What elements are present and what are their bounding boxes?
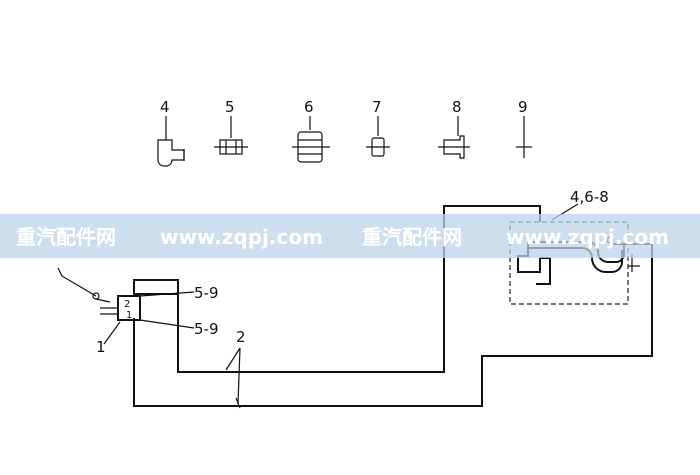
fitting-callout-lower: 5-9	[139, 319, 219, 338]
brake-valve: 2 1	[57, 267, 179, 321]
tank-callout-label: 4,6-8	[570, 188, 609, 206]
watermark-text-cn-2: 重汽配件网	[362, 225, 462, 249]
part-6-nut: 6	[292, 98, 330, 163]
part-6-label: 6	[304, 98, 314, 116]
watermark-url: www.zqpj.com	[160, 225, 323, 249]
valve-mark-top: 2	[124, 299, 130, 310]
valve-mark-bottom: 1	[126, 310, 132, 321]
part-7-sleeve: 7	[366, 98, 390, 157]
fitting-callout-lower-label: 5-9	[194, 320, 219, 338]
fitting-callout-upper: 5-9	[139, 284, 219, 302]
watermark-text-cn-1: 重汽配件网	[16, 225, 116, 249]
pipe-callout-label: 2	[236, 328, 246, 346]
valve-callout-label: 1	[96, 338, 106, 356]
part-5-label: 5	[225, 98, 235, 116]
watermark: 重汽配件网 www.zqpj.com 重汽配件网 www.zqpj.com	[0, 214, 700, 258]
fitting-callout-upper-label: 5-9	[194, 284, 219, 302]
watermark-url-2: www.zqpj.com	[506, 225, 669, 249]
part-4-label: 4	[160, 98, 170, 116]
valve-callout: 1	[96, 321, 121, 356]
part-7-label: 7	[372, 98, 382, 116]
part-8-insert: 8	[438, 98, 470, 159]
pipe-callout: 2	[225, 328, 246, 409]
pipe-line-upper	[177, 205, 541, 373]
part-8-label: 8	[452, 98, 462, 116]
part-4-elbow-fitting: 4	[157, 98, 185, 167]
part-9-seal: 9	[516, 98, 532, 158]
part-9-label: 9	[518, 98, 528, 116]
part-5-union-fitting: 5	[214, 98, 248, 155]
